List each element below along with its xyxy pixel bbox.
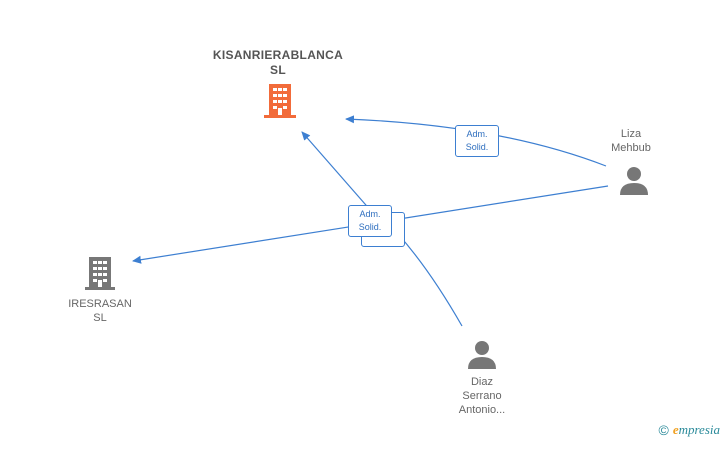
node-label-iresrasan[interactable]: IRESRASAN SL: [50, 297, 150, 325]
node-name-line2: Mehbub: [611, 142, 651, 154]
node-label-diaz-serrano[interactable]: Diaz Serrano Antonio...: [440, 375, 524, 417]
edge-label-line2: Solid.: [358, 222, 382, 232]
brand-logo-e: e: [672, 422, 679, 437]
node-name-line1: IRESRASAN: [68, 298, 132, 310]
node-label-liza-mehbub[interactable]: Liza Mehbub: [591, 127, 671, 155]
node-name-line2: SL: [93, 312, 107, 324]
node-name-line1: Diaz: [470, 376, 493, 388]
node-name-line3: Antonio...: [458, 404, 506, 416]
edge-label-line1: Adm.: [359, 209, 381, 219]
node-name-line1: Liza: [620, 128, 642, 140]
node-label-kisanrierablanca[interactable]: KISANRIERABLANCA SL: [200, 48, 356, 78]
edge-group-to-kisan: [301, 131, 373, 213]
brand-logo[interactable]: empresia: [673, 422, 720, 438]
copyright-symbol: ©: [658, 422, 669, 438]
building-icon[interactable]: [85, 257, 115, 290]
person-icon[interactable]: [619, 166, 649, 195]
edge-label-line1: Adm.: [466, 129, 488, 139]
brand-logo-text: mpresia: [678, 422, 720, 437]
edge-label-diaz-group[interactable]: Adm. Solid.: [348, 205, 392, 237]
node-name-line1: KISANRIERABLANCA: [212, 48, 344, 62]
person-icon[interactable]: [467, 340, 497, 369]
footer-brand: © empresia: [658, 422, 720, 438]
edge-label-line2: Solid.: [465, 142, 489, 152]
building-icon[interactable]: [264, 84, 296, 118]
edge-label-liza-kisan[interactable]: Adm. Solid.: [455, 125, 499, 157]
edge-diaz-to-group: [397, 233, 463, 327]
node-name-line2: SL: [270, 63, 286, 77]
node-name-line2: Serrano: [462, 390, 502, 402]
